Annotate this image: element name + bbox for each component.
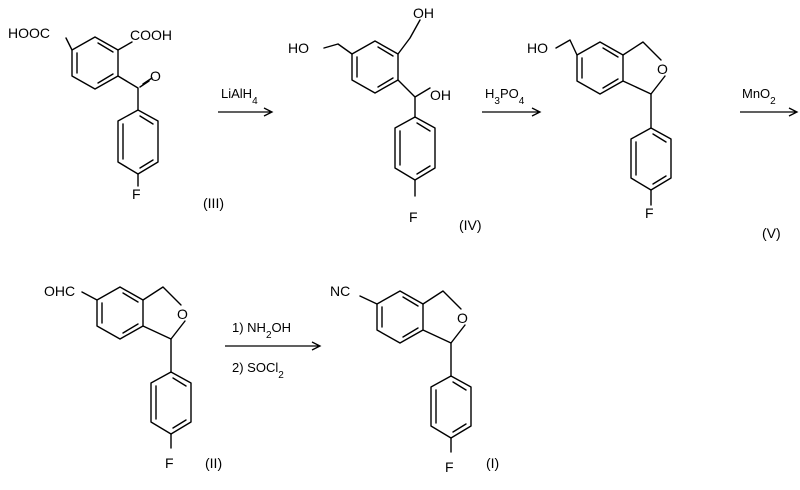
fluoro-label: F (165, 455, 174, 471)
ring-b-bonds (117, 109, 159, 175)
compound-III-label: (III) (203, 195, 224, 211)
arrow-line (225, 341, 322, 351)
substituent-bonds (81, 291, 172, 373)
fluorophenyl-bonds (150, 371, 192, 435)
arrow-line (218, 107, 274, 117)
reagent-nh2oh: 1) NH2OH (232, 320, 291, 341)
benzo-ring-bonds (576, 41, 624, 95)
ring-o-label: O (457, 310, 468, 326)
compound-V: HO O F (V) (527, 39, 781, 241)
fluoro-label: F (645, 205, 654, 221)
ring-a-bonds (71, 36, 119, 90)
reaction-arrow-1: LiAlH4 (218, 86, 274, 117)
fluorophenyl-bonds (630, 127, 672, 191)
substituent-bonds (323, 19, 431, 118)
reagent-lialh4: LiAlH4 (221, 86, 258, 107)
substituent-bonds (65, 37, 153, 111)
reagent-h3po4: H3PO4 (485, 86, 525, 107)
oh-top-label: OH (413, 5, 434, 21)
ring-o-label: O (177, 306, 188, 322)
ring-a-bonds (351, 40, 399, 94)
ohc-label: OHC (44, 283, 75, 299)
ring-o-label: O (657, 61, 668, 77)
ring-b-bonds (394, 116, 436, 181)
compound-II: OHC O F (II) (44, 283, 222, 471)
reagent-socl2: 2) SOCl2 (232, 360, 284, 381)
compound-I-label: (I) (486, 455, 499, 471)
fluoro-label: F (409, 209, 418, 225)
reaction-arrow-2: H3PO4 (482, 86, 542, 117)
compound-II-label: (II) (205, 455, 222, 471)
ho-label: HO (527, 40, 548, 56)
compound-III: HOOC COOH O F (III) (8, 25, 224, 211)
ho-label: HO (288, 40, 309, 56)
reaction-arrow-4: 1) NH2OH 2) SOCl2 (225, 320, 322, 381)
carbonyl-o-label: O (150, 68, 161, 84)
nc-label: NC (330, 283, 350, 299)
fluoro-label: F (132, 186, 141, 202)
cooh-label: COOH (130, 27, 172, 43)
benzo-ring-bonds (96, 286, 144, 340)
compound-IV: HO OH OH F (IV) (288, 5, 482, 233)
substituent-bonds (555, 39, 652, 129)
compound-IV-label: (IV) (459, 217, 482, 233)
compound-V-label: (V) (762, 225, 781, 241)
benzo-ring-bonds (376, 290, 424, 344)
substituent-bonds (359, 295, 452, 377)
reagent-mno2: MnO2 (742, 86, 776, 107)
arrow-line (740, 107, 799, 117)
fluoro-label: F (445, 459, 454, 475)
fluorophenyl-bonds (430, 375, 472, 439)
oh-benzylic-label: OH (430, 87, 451, 103)
reaction-arrow-3: MnO2 (740, 86, 799, 117)
arrow-line (482, 107, 542, 117)
compound-I: NC O F (I) (330, 283, 499, 475)
hooc-label: HOOC (8, 25, 50, 41)
